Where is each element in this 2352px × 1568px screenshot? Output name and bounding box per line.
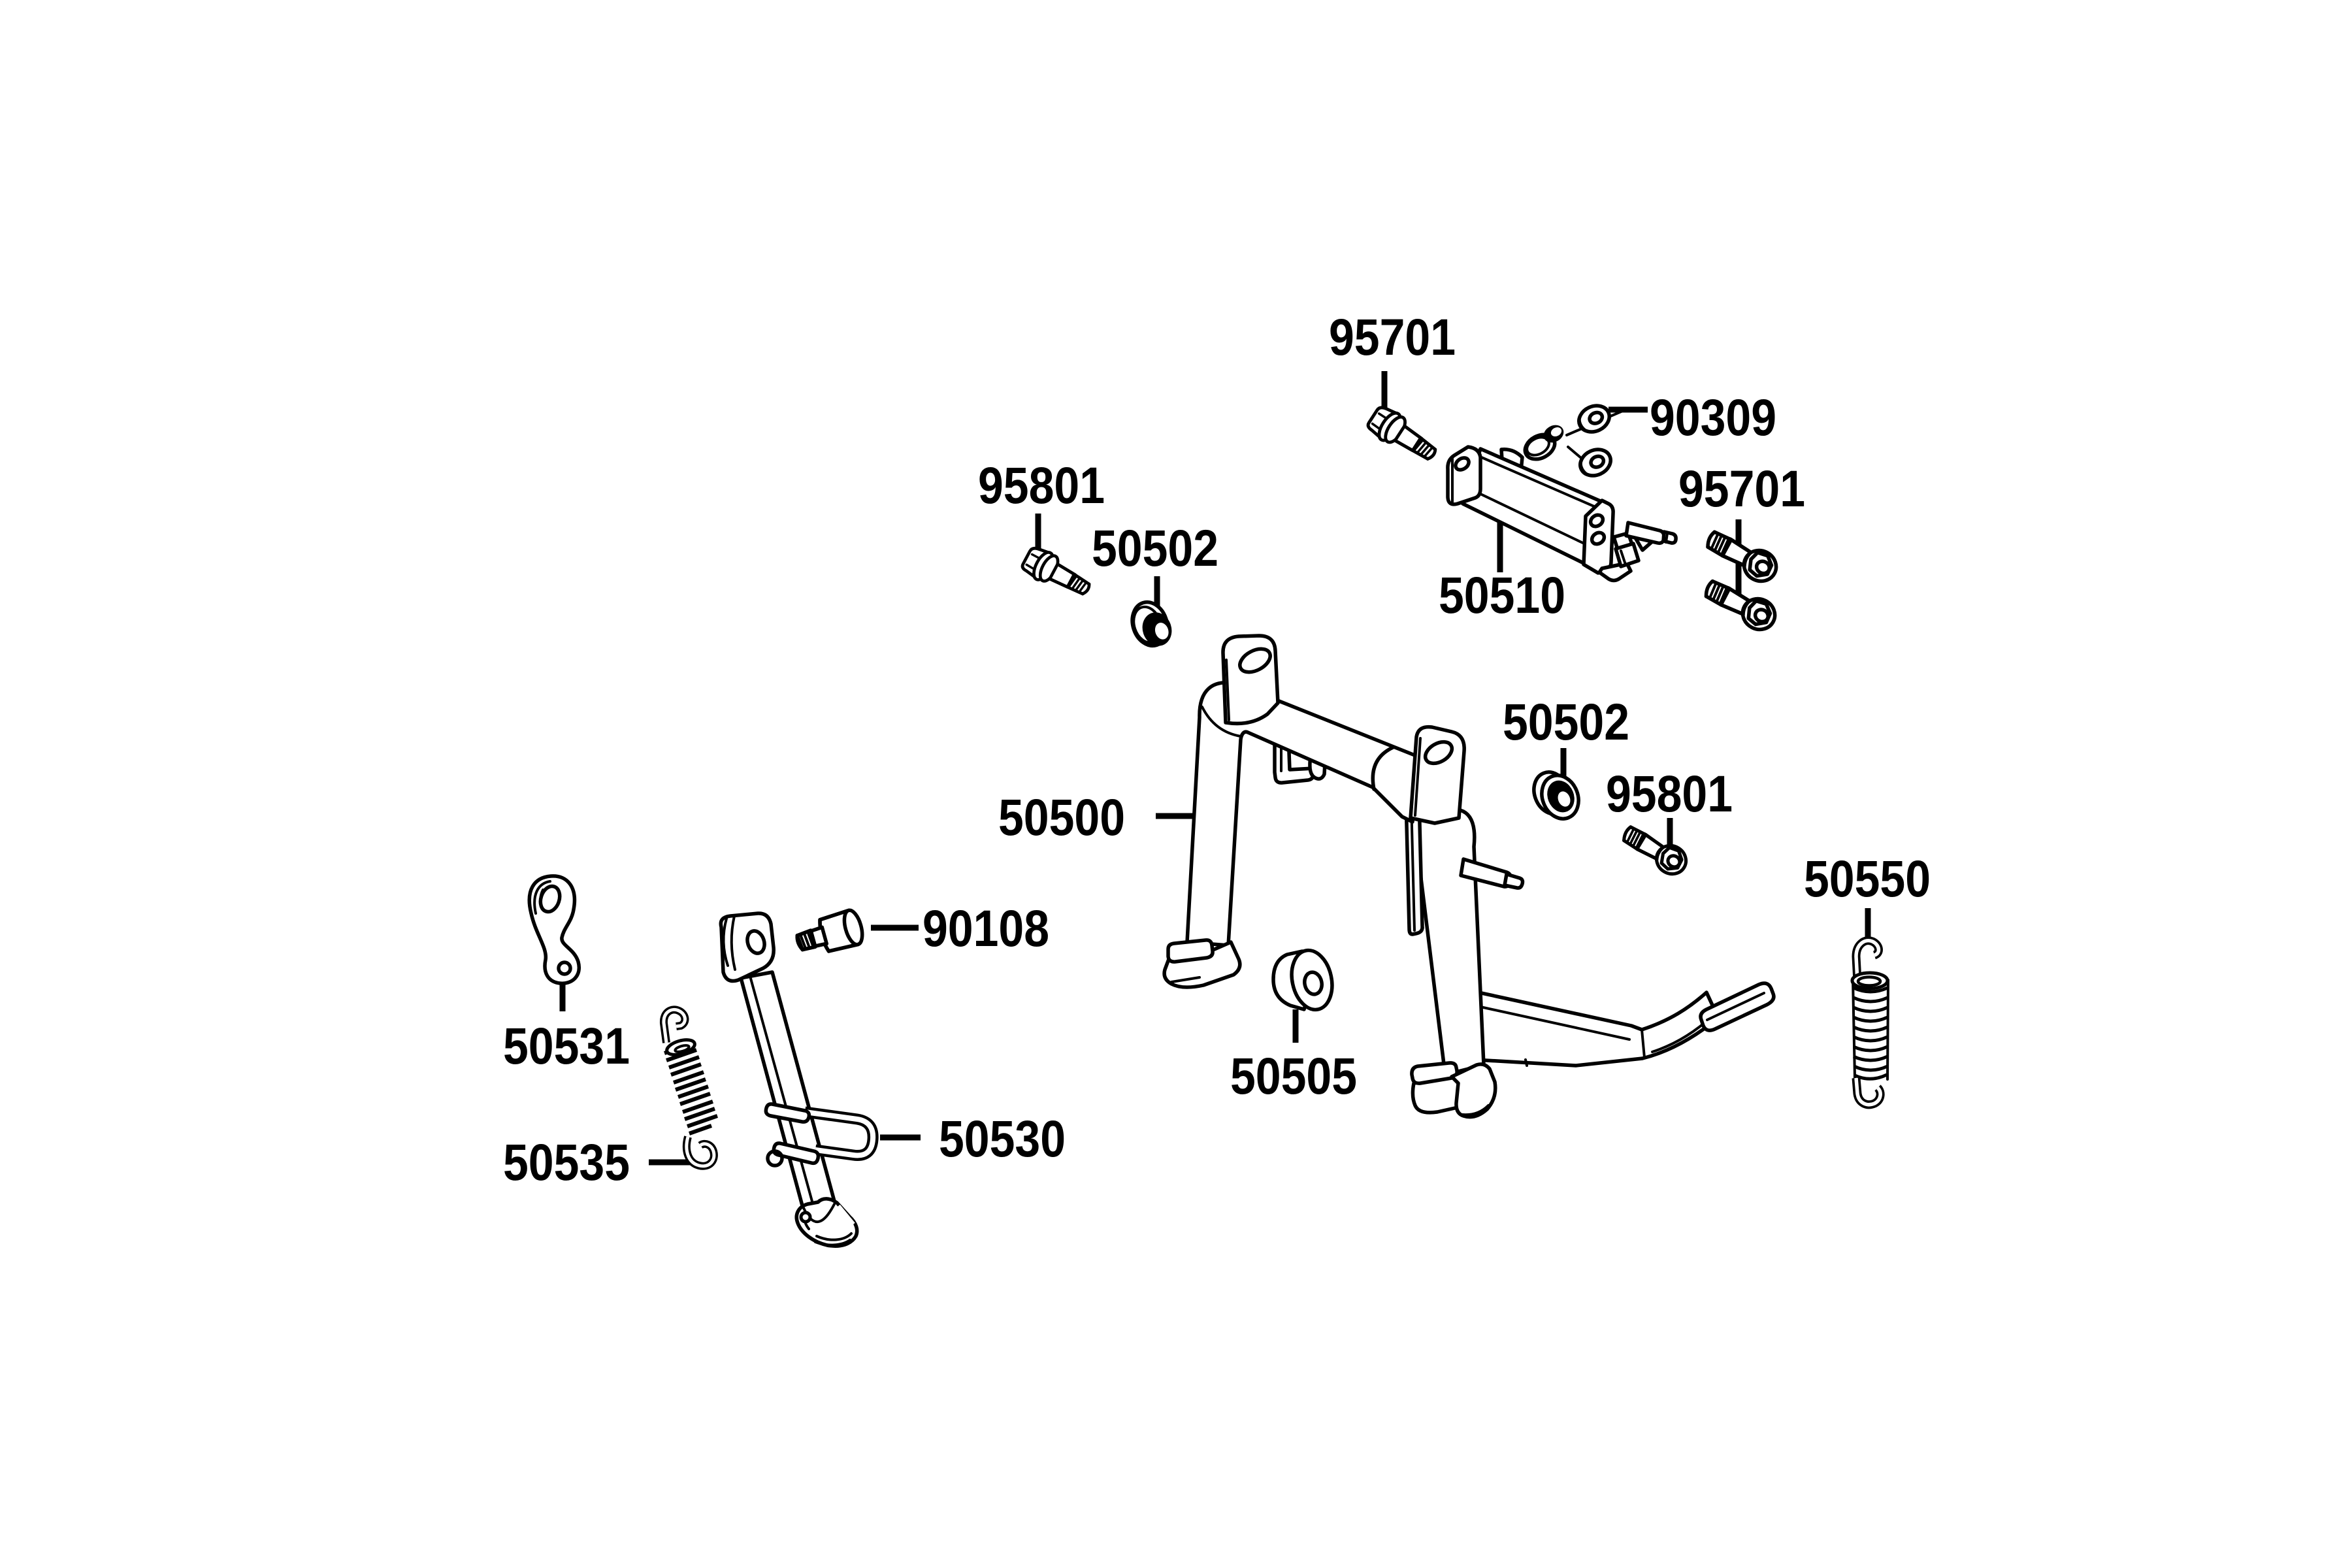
svg-text:50502: 50502 (1503, 693, 1629, 751)
svg-text:95701: 95701 (1329, 308, 1456, 366)
svg-text:90309: 90309 (1650, 388, 1776, 446)
svg-text:50505: 50505 (1230, 1047, 1357, 1105)
svg-text:95701: 95701 (1678, 459, 1805, 517)
svg-text:50530: 50530 (939, 1109, 1066, 1168)
svg-text:50535: 50535 (503, 1133, 630, 1191)
svg-text:50550: 50550 (1804, 849, 1931, 907)
svg-text:50510: 50510 (1439, 566, 1565, 624)
svg-text:50500: 50500 (998, 788, 1125, 846)
svg-text:90108: 90108 (923, 899, 1049, 957)
svg-text:50502: 50502 (1092, 519, 1218, 577)
svg-text:95801: 95801 (1606, 764, 1733, 823)
svg-text:95801: 95801 (978, 456, 1105, 514)
svg-text:50531: 50531 (503, 1017, 630, 1075)
